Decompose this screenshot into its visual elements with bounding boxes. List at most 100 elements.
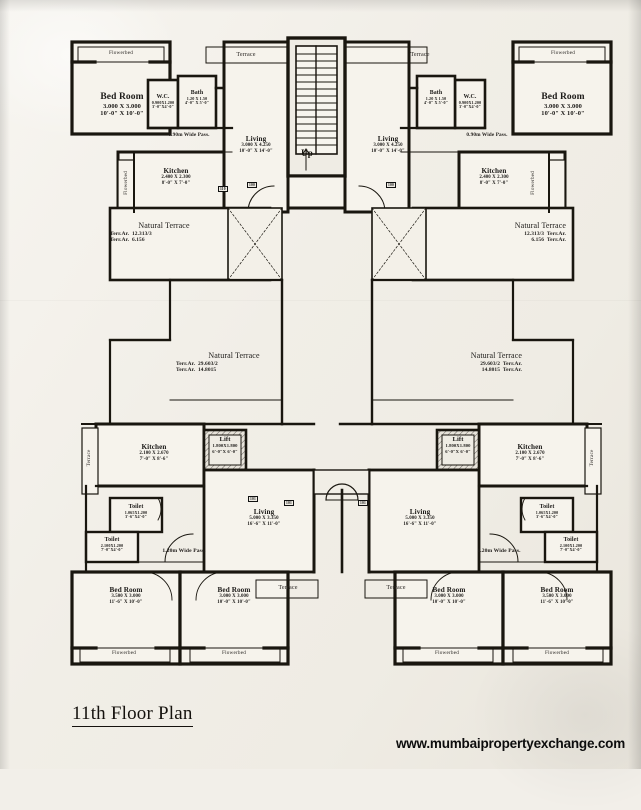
room-label-bedroom: Bed Room 3.500 X 3.000 11'-6" X 10'-0" xyxy=(80,586,172,605)
room-name: Bed Room xyxy=(109,586,143,594)
room-dim-metric: 3.500 X 3.000 xyxy=(111,594,141,600)
passage-label: 0.90m Wide Pass. xyxy=(466,132,508,138)
room-label-living: Living 5.000 X 3.350 16'-6" X 11'-0" xyxy=(380,508,460,527)
room-dim-imperial: 3'-0"X4'-0" xyxy=(152,104,174,110)
plan-vector xyxy=(70,36,613,666)
terrace-area-2: 14.8015 Terr.Ar. xyxy=(481,367,522,373)
flowerbed-label: Flowerbed xyxy=(222,650,246,656)
room-label-kitchen: Kitchen 2.400 X 2.300 8'-0" X 7'-0" xyxy=(458,167,530,186)
room-name: Kitchen xyxy=(481,167,507,175)
room-dim-imperial: 10'-0" X 10'-0" xyxy=(432,599,466,605)
room-dim-imperial: 10'-0" X 14'-0" xyxy=(371,148,405,154)
room-label-bedroom: Bed Room 3.000 X 3.000 10'-0" X 10'-0" xyxy=(78,92,166,117)
terrace-area-1: 12.313/3 Terr.Ar. xyxy=(524,230,566,237)
room-name: Bed Room xyxy=(100,92,144,102)
room-dim-imperial: 16'-6" X 11'-0" xyxy=(247,521,281,527)
room-dim-imperial: 8'-0" X 7'-0" xyxy=(479,180,509,186)
natural-terrace-label: Natural Terrace Terr.Ar. 12.313/3 Terr.A… xyxy=(110,221,218,243)
room-dim-imperial: 7'-0"X4'-0" xyxy=(101,547,123,553)
flowerbed-label-vertical: Flowerbed xyxy=(123,170,130,195)
terrace-area-1: 29.603/2 Terr.Ar. xyxy=(480,360,522,367)
room-name: Bath xyxy=(190,90,204,96)
room-name: W.C. xyxy=(156,94,170,100)
flowerbed-label: Flowerbed xyxy=(112,650,136,656)
passage-label: 1.20m Wide Pass. xyxy=(162,548,206,554)
dimension-marker: 101 xyxy=(248,496,258,502)
passage-label: 0.90m Wide Pass. xyxy=(168,132,210,138)
room-label-bedroom: Bed Room 3.000 X 3.000 10'-0" X 10'-0" xyxy=(188,586,280,605)
room-label-toilet: Toilet 1.065X1.200 3'-6"X4'-0" xyxy=(112,504,160,520)
flowerbed-label: Flowerbed xyxy=(545,650,569,656)
room-label-toilet: Toilet 1.065X1.200 3'-6"X4'-0" xyxy=(523,504,571,520)
room-dim-metric: 0.900X1.200 xyxy=(458,99,482,105)
dimension-marker: 100 xyxy=(247,182,257,188)
room-dim-imperial: 10'-0" X 10'-0" xyxy=(100,109,144,117)
room-name: Living xyxy=(245,135,267,143)
room-dim-metric: 2.100 X 2.670 xyxy=(139,451,169,457)
terrace-name: Natural Terrace xyxy=(138,221,190,230)
room-name: Lift xyxy=(219,436,231,443)
room-label-bedroom: Bed Room 3.000 X 3.000 10'-0" X 10'-0" xyxy=(519,92,607,117)
room-dim-metric: 3.000 X 4.250 xyxy=(241,143,271,149)
room-label-living: Living 5.000 X 3.350 16'-6" X 11'-0" xyxy=(224,508,304,527)
room-name: Kitchen xyxy=(517,443,543,451)
terrace-label-vertical: Terrace xyxy=(589,449,596,467)
room-dim-metric: 2.400 X 2.300 xyxy=(479,175,509,181)
floor-plan-drawing xyxy=(70,36,613,666)
room-dim-metric: 1.065X1.200 xyxy=(124,509,148,515)
room-dim-metric: 2.100X1.200 xyxy=(100,542,124,548)
room-name: Bed Room xyxy=(217,586,251,594)
room-dim-imperial: 16'-6" X 11'-0" xyxy=(403,521,437,527)
page-title: 11th Floor Plan xyxy=(72,703,193,727)
room-dim-imperial: 7'-0" X 8'-6" xyxy=(139,456,169,462)
terrace-label-vertical: Terrace xyxy=(86,449,93,467)
room-dim-imperial: 4'-0" X 5'-0" xyxy=(184,100,210,106)
room-dim-metric: 3.000 X 3.000 xyxy=(103,102,141,110)
room-dim-imperial: 3'-0"X4'-0" xyxy=(459,104,481,110)
terrace-area-2: 6.156 Terr.Ar. xyxy=(531,237,566,243)
room-dim-metric: 3.500 X 3.000 xyxy=(542,594,572,600)
room-dim-imperial: 10'-0" X 10'-0" xyxy=(217,599,251,605)
terrace-label: Terrace xyxy=(278,584,298,591)
room-name: Bed Room xyxy=(432,586,466,594)
room-label-bedroom: Bed Room 3.500 X 3.000 11'-6" X 10'-0" xyxy=(511,586,603,605)
dimension-marker: 101 xyxy=(284,500,294,506)
room-name: Toilet xyxy=(104,537,120,543)
room-dim-metric: 1.20 X 1.50 xyxy=(425,95,447,101)
terrace-label: Terrace xyxy=(386,584,406,591)
room-dim-metric: 3.000 X 3.000 xyxy=(434,594,464,600)
room-name: Lift xyxy=(452,436,464,443)
room-dim-metric: 2.400 X 2.300 xyxy=(161,175,191,181)
room-dim-metric: 5.000 X 3.350 xyxy=(249,516,279,522)
room-dim-metric: 0.900X1.200 xyxy=(151,99,175,105)
room-dim-metric: 2.100 X 2.670 xyxy=(515,451,545,457)
room-name: Bed Room xyxy=(540,586,574,594)
room-label-bath: Bath 1.20 X 1.50 4'-0" X 5'-0" xyxy=(416,90,456,106)
lift-label: Lift 1.800X1.800 6'-0"X 6'-0" xyxy=(437,436,479,454)
flowerbed-label: Flowerbed xyxy=(435,650,459,656)
room-label-wc: W.C. 0.900X1.200 3'-0"X4'-0" xyxy=(146,94,180,110)
room-dim-metric: 1.20 X 1.50 xyxy=(186,95,208,101)
room-name: Living xyxy=(253,508,275,516)
room-dim-imperial: 6'-0"X 6'-0" xyxy=(445,448,471,454)
room-label-bath: Bath 1.20 X 1.50 4'-0" X 5'-0" xyxy=(177,90,217,106)
flowerbed-label: Flowerbed xyxy=(109,50,133,56)
room-dim-imperial: 6'-0"X 6'-0" xyxy=(212,448,238,454)
room-dim-imperial: 3'-6"X4'-0" xyxy=(536,514,558,520)
flowerbed-label: Flowerbed xyxy=(551,50,575,56)
natural-terrace-label: Natural Terrace 29.603/2 Terr.Ar. 14.801… xyxy=(394,351,522,373)
room-dim-metric: 3.000 X 4.250 xyxy=(373,143,403,149)
stair-up-label: Up xyxy=(301,148,313,158)
room-label-kitchen: Kitchen 2.100 X 2.670 7'-0" X 8'-6" xyxy=(494,443,566,462)
lift-label: Lift 1.800X1.800 6'-0"X 6'-0" xyxy=(204,436,246,454)
terrace-name: Natural Terrace xyxy=(208,351,260,360)
room-dim-imperial: 10'-0" X 14'-0" xyxy=(239,148,273,154)
room-dim-imperial: 4'-0" X 5'-0" xyxy=(423,100,449,106)
room-dim-imperial: 10'-0" X 10'-0" xyxy=(541,109,585,117)
room-label-living: Living 3.000 X 4.250 10'-0" X 14'-0" xyxy=(216,135,296,154)
room-dim-metric: 5.000 X 3.350 xyxy=(405,516,435,522)
natural-terrace-label: Natural Terrace 12.313/3 Terr.Ar. 6.156 … xyxy=(446,221,566,243)
terrace-label: Terrace xyxy=(410,51,430,58)
natural-terrace-label: Natural Terrace Terr.Ar. 29.603/2 Terr.A… xyxy=(176,351,292,373)
room-name: Kitchen xyxy=(141,443,167,451)
